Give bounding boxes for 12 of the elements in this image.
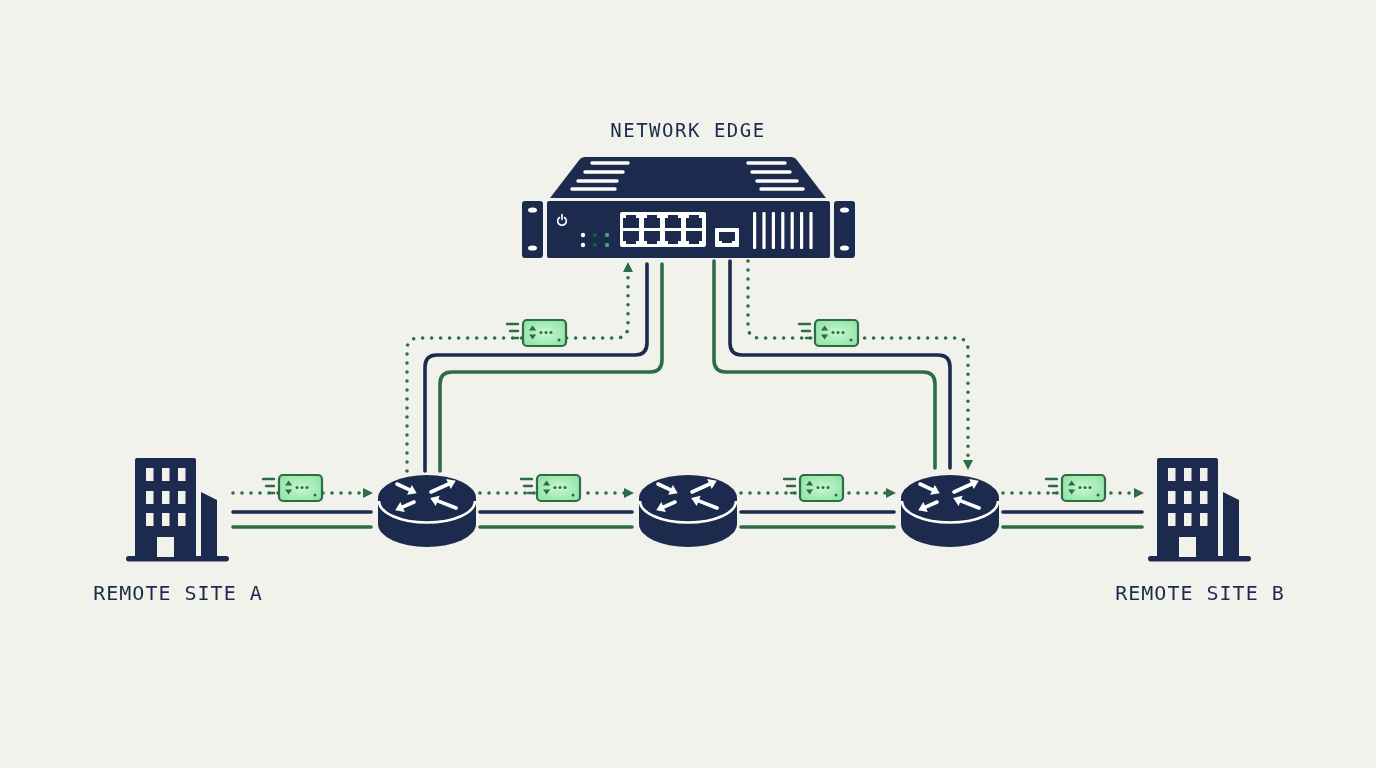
connector-line: [739, 525, 896, 529]
connector-line: [739, 510, 896, 514]
device-label: NETWORK EDGE: [610, 118, 766, 142]
site-label: REMOTE SITE A: [93, 581, 263, 605]
connector-line: [1001, 525, 1144, 529]
connector-line: [231, 525, 373, 529]
connector-line: [478, 510, 634, 514]
connector-line: [1001, 510, 1144, 514]
site-label: REMOTE SITE B: [1115, 581, 1285, 605]
dotted-arrow: [746, 259, 973, 470]
connector-line: [231, 510, 373, 514]
connector-line: [478, 525, 634, 529]
